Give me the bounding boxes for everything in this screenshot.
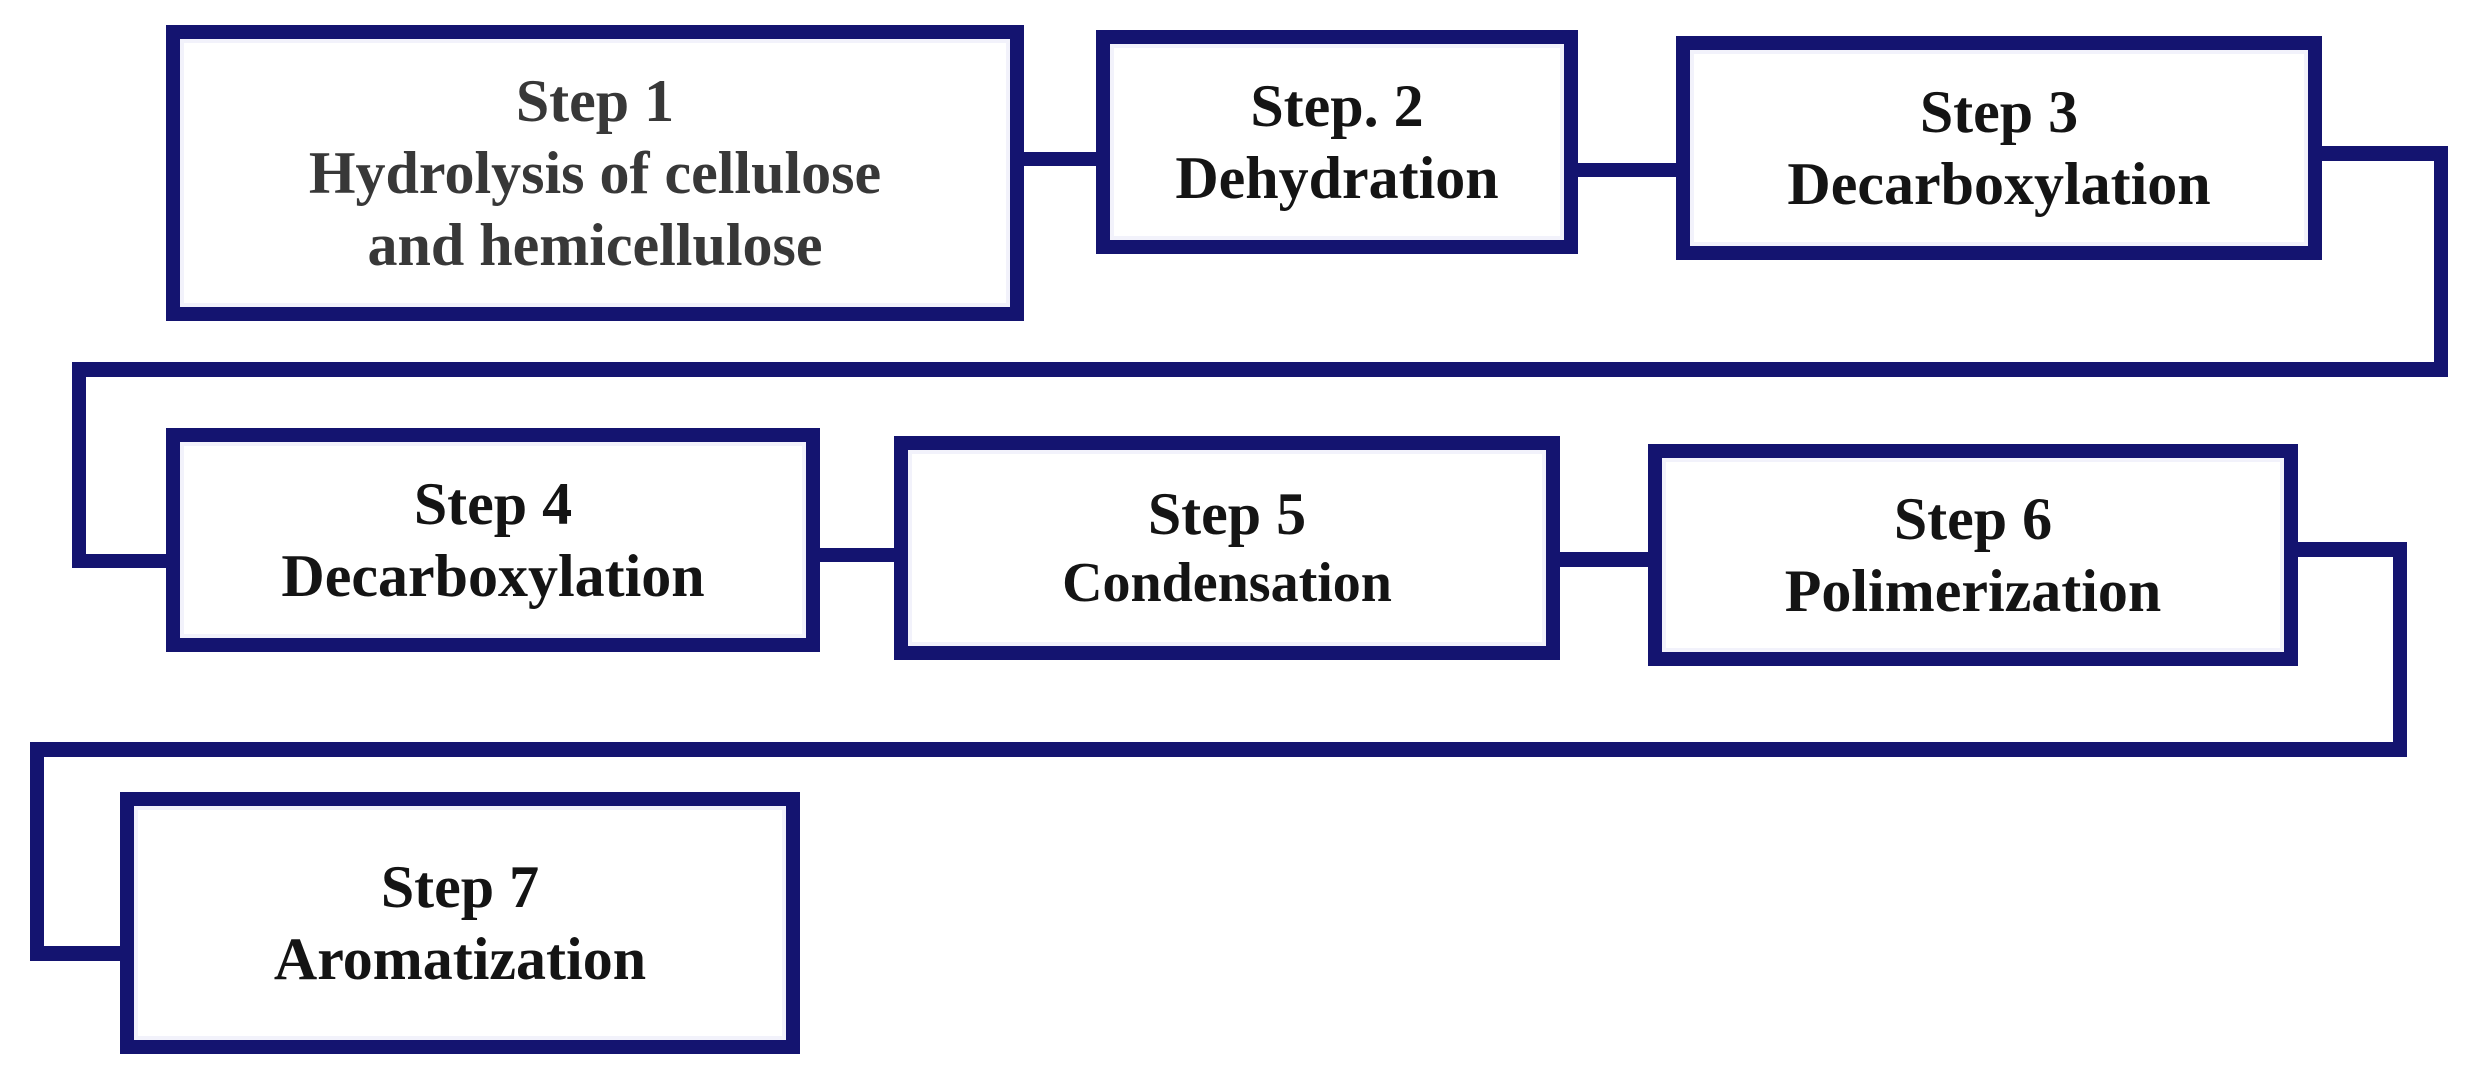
step1-text-line1: Hydrolysis of cellulose	[308, 140, 882, 206]
step6-label: Step 6	[1893, 486, 2053, 552]
step7-text: Aromatization	[273, 926, 647, 992]
step3-label: Step 3	[1919, 79, 2079, 145]
connector-step1-step2	[1024, 152, 1096, 166]
connector-step4-step5	[820, 548, 894, 562]
step5-text: Condensation	[1062, 552, 1392, 615]
flow-box-step2: Step. 2 Dehydration	[1096, 30, 1578, 254]
flow-box-step6: Step 6 Polimerization	[1648, 444, 2298, 666]
step2-label: Step. 2	[1250, 73, 1424, 139]
step4-label: Step 4	[413, 471, 573, 537]
connector-right-vertical-row2	[2393, 542, 2407, 757]
connector-right-vertical-row1	[2434, 146, 2448, 377]
connector-step3-exit-right	[2322, 146, 2448, 161]
flow-box-step1: Step 1 Hydrolysis of cellulose and hemic…	[166, 25, 1024, 321]
connector-enter-step4	[72, 554, 166, 568]
connector-step5-step6	[1560, 552, 1648, 567]
connector-left-vertical-row2	[72, 362, 86, 568]
flow-box-step4: Step 4 Decarboxylation	[166, 428, 820, 652]
connector-step2-step3	[1578, 163, 1676, 177]
step4-text: Decarboxylation	[281, 543, 705, 609]
step6-text: Polimerization	[1784, 558, 2162, 624]
connector-enter-step7	[30, 946, 120, 961]
step3-text: Decarboxylation	[1787, 151, 2211, 217]
step2-text: Dehydration	[1175, 145, 1499, 211]
flow-box-step5: Step 5 Condensation	[894, 436, 1560, 660]
flow-box-step7: Step 7 Aromatization	[120, 792, 800, 1054]
connector-left-vertical-row3	[30, 742, 44, 961]
connector-long-line-row2-row3	[30, 742, 2407, 757]
step7-label: Step 7	[380, 854, 540, 920]
connector-long-line-row1-row2	[72, 362, 2448, 377]
step1-text-line2: and hemicellulose	[367, 212, 823, 278]
step1-label: Step 1	[515, 68, 675, 134]
step5-label: Step 5	[1147, 481, 1307, 548]
connector-step6-exit-right	[2298, 542, 2407, 557]
flow-box-step3: Step 3 Decarboxylation	[1676, 36, 2322, 260]
